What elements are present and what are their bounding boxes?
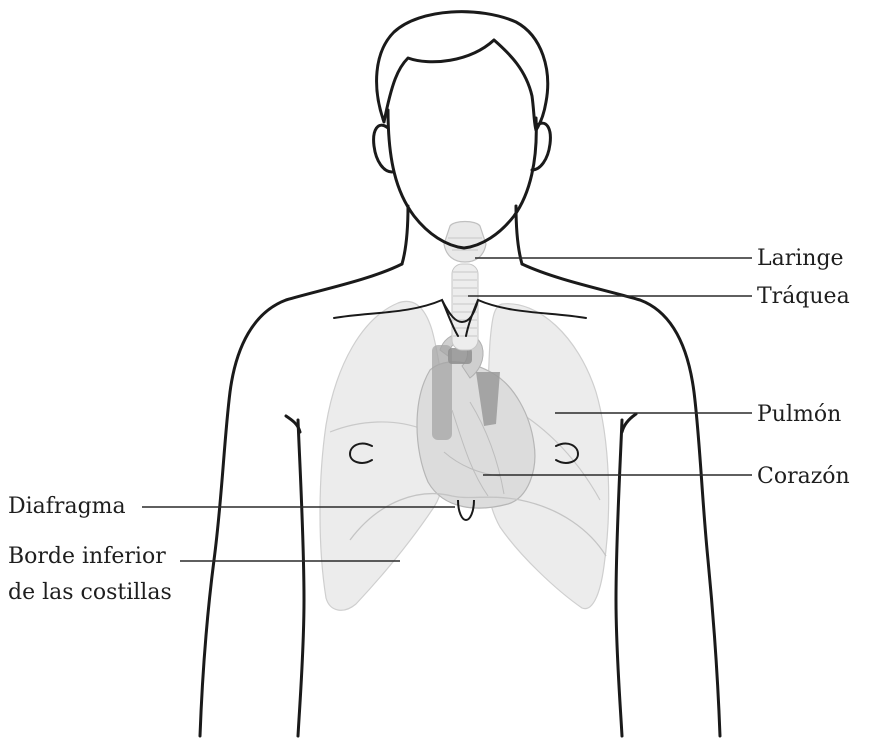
torso-side-right: [298, 420, 304, 736]
label-corazon: Corazón: [757, 464, 850, 490]
torso-side-left: [616, 420, 622, 736]
label-borde-inferior-line1: Borde inferior: [8, 544, 166, 570]
neck-right: [402, 206, 408, 264]
label-pulmon: Pulmón: [757, 402, 841, 428]
label-traquea: Tráquea: [757, 284, 850, 310]
armpit-left: [622, 414, 636, 432]
label-diafragma: Diafragma: [8, 494, 126, 520]
hair: [377, 12, 548, 130]
neck-left: [516, 206, 522, 264]
larynx: [444, 222, 486, 263]
label-borde-inferior-line2: de las costillas: [8, 580, 172, 606]
label-laringe: Laringe: [757, 246, 844, 272]
